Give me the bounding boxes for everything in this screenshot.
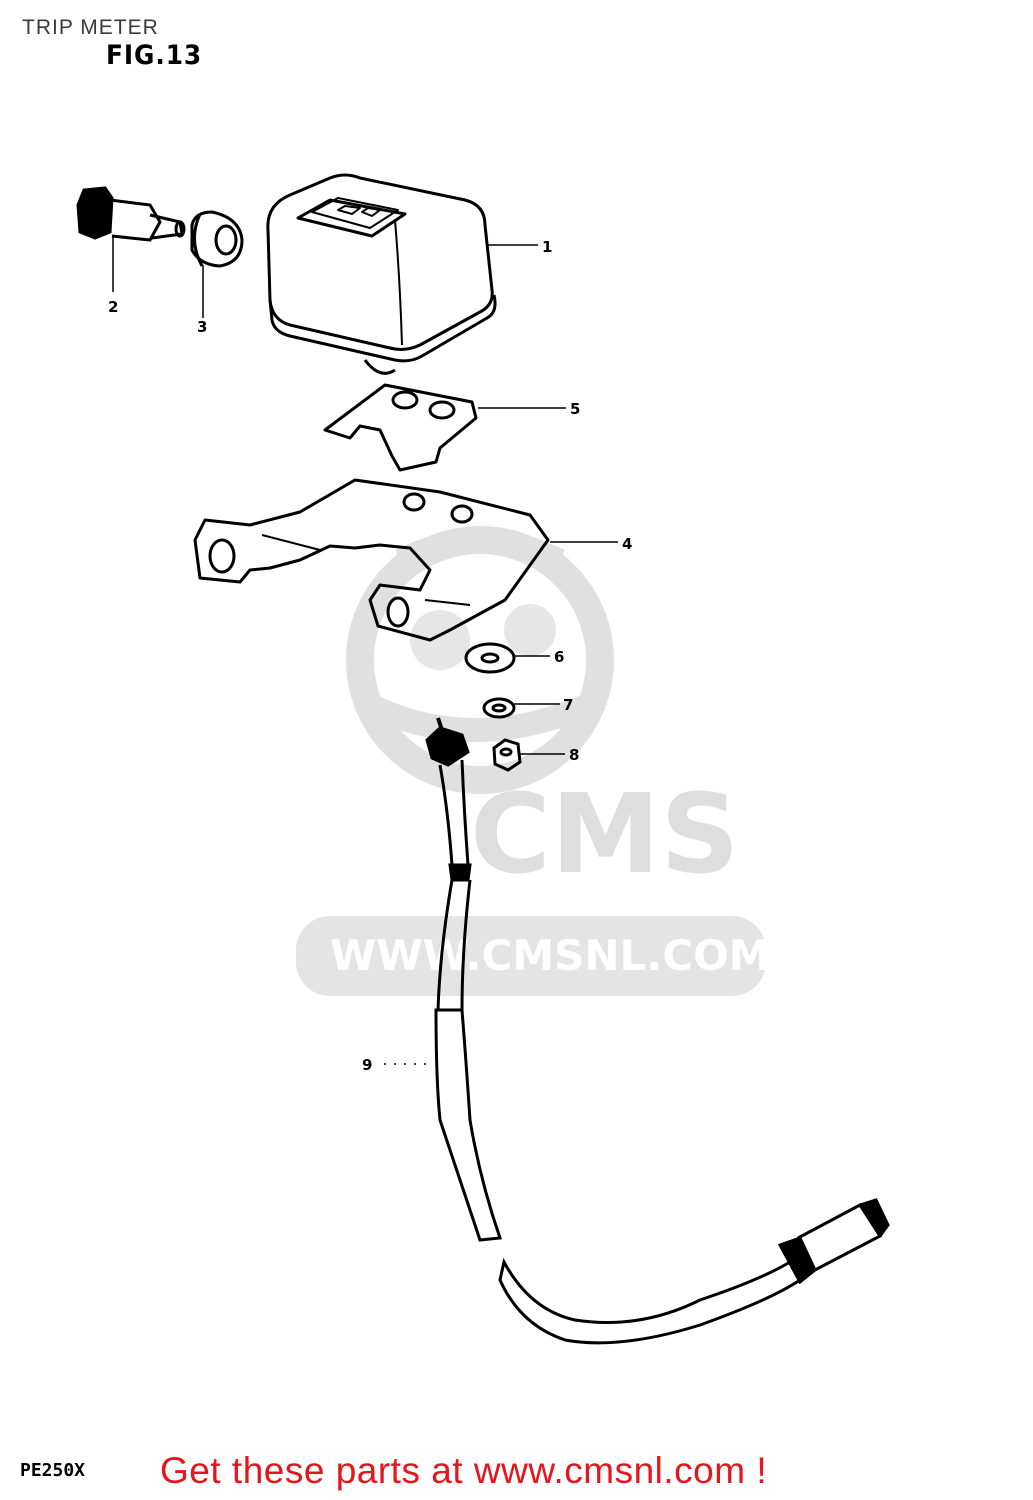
- part-9-cable: [425, 717, 890, 1345]
- part-1-meter-housing: [266, 173, 497, 375]
- part-5-plate: [323, 383, 478, 472]
- part-2-knob: [76, 186, 186, 242]
- part-3-grommet: [190, 210, 244, 268]
- watermark-brand: CMS: [470, 770, 739, 898]
- model-code: PE250X: [20, 1460, 86, 1481]
- callout-3: 3: [197, 318, 207, 336]
- leader-lines: [112, 236, 618, 1065]
- callouts: 1 2 3 4 5 6 7 8 9: [108, 238, 632, 1074]
- callout-8: 8: [569, 746, 579, 764]
- callout-1: 1: [542, 238, 552, 256]
- callout-6: 6: [554, 648, 564, 666]
- callout-7: 7: [563, 696, 573, 714]
- part-7-lock-washer: [482, 697, 516, 719]
- callout-5: 5: [570, 400, 580, 418]
- figure-number: FIG.13: [106, 40, 203, 71]
- part-8-nut: [492, 738, 522, 772]
- watermark: CMS WWW.CMSNL.COM: [296, 526, 771, 996]
- part-4-bracket: [193, 478, 550, 642]
- part-6-washer: [464, 642, 516, 674]
- callout-9: 9: [362, 1056, 372, 1074]
- watermark-url: WWW.CMSNL.COM: [330, 931, 771, 980]
- callout-4: 4: [622, 535, 632, 553]
- diagram-title: TRIP METER: [22, 16, 159, 39]
- cta-link[interactable]: Get these parts at www.cmsnl.com !: [160, 1450, 768, 1491]
- callout-2: 2: [108, 298, 118, 316]
